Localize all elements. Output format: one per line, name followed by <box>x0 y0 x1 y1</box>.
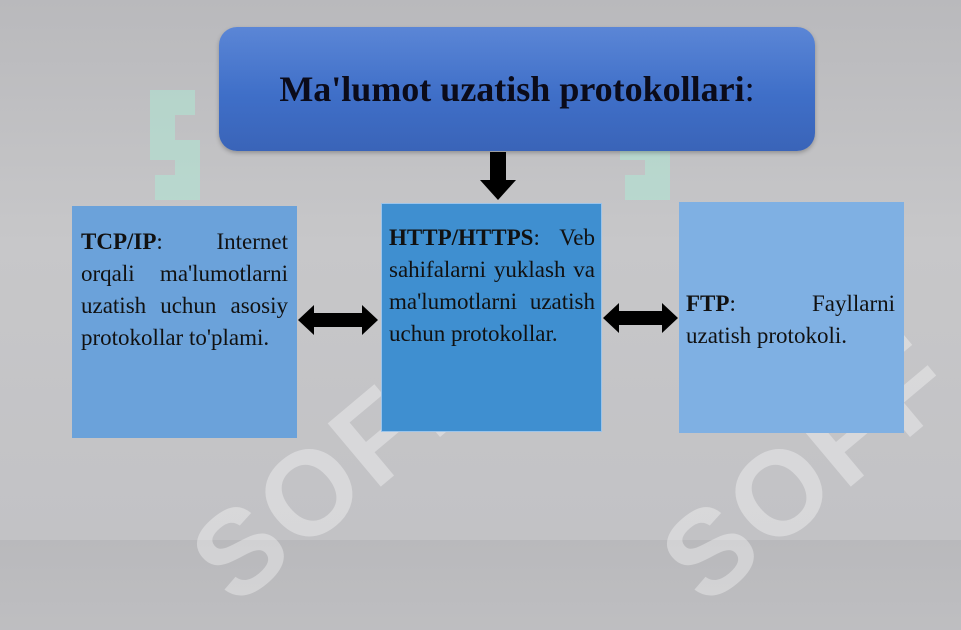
double-arrow-right-icon <box>603 303 678 333</box>
tcpip-box: TCP/IP: Internet orqali ma'lumotlarni uz… <box>72 206 297 438</box>
http-term: HTTP/HTTPS <box>389 225 534 250</box>
http-box: HTTP/HTTPS: Veb sahifalarni yuklash va m… <box>381 203 602 432</box>
title-text: Ma'lumot uzatish protokollari: <box>279 69 755 109</box>
ftp-box: FTP: Fayllarni uzatish protokoli. <box>679 202 904 433</box>
ftp-description: Fayllarni uzatish protokoli. <box>686 291 895 348</box>
tcpip-description: Internet orqali ma'lumotlarni uzatish uc… <box>81 229 288 350</box>
ftp-term: FTP <box>686 291 730 316</box>
connector-arrows <box>298 152 678 335</box>
down-arrow-icon <box>480 152 516 200</box>
http-description: Veb sahifalarni yuklash va ma'lumotlarni… <box>389 225 595 346</box>
double-arrow-left-icon <box>298 305 378 335</box>
title-box: Ma'lumot uzatish protokollari: <box>219 27 815 151</box>
tcpip-term: TCP/IP <box>81 229 157 254</box>
